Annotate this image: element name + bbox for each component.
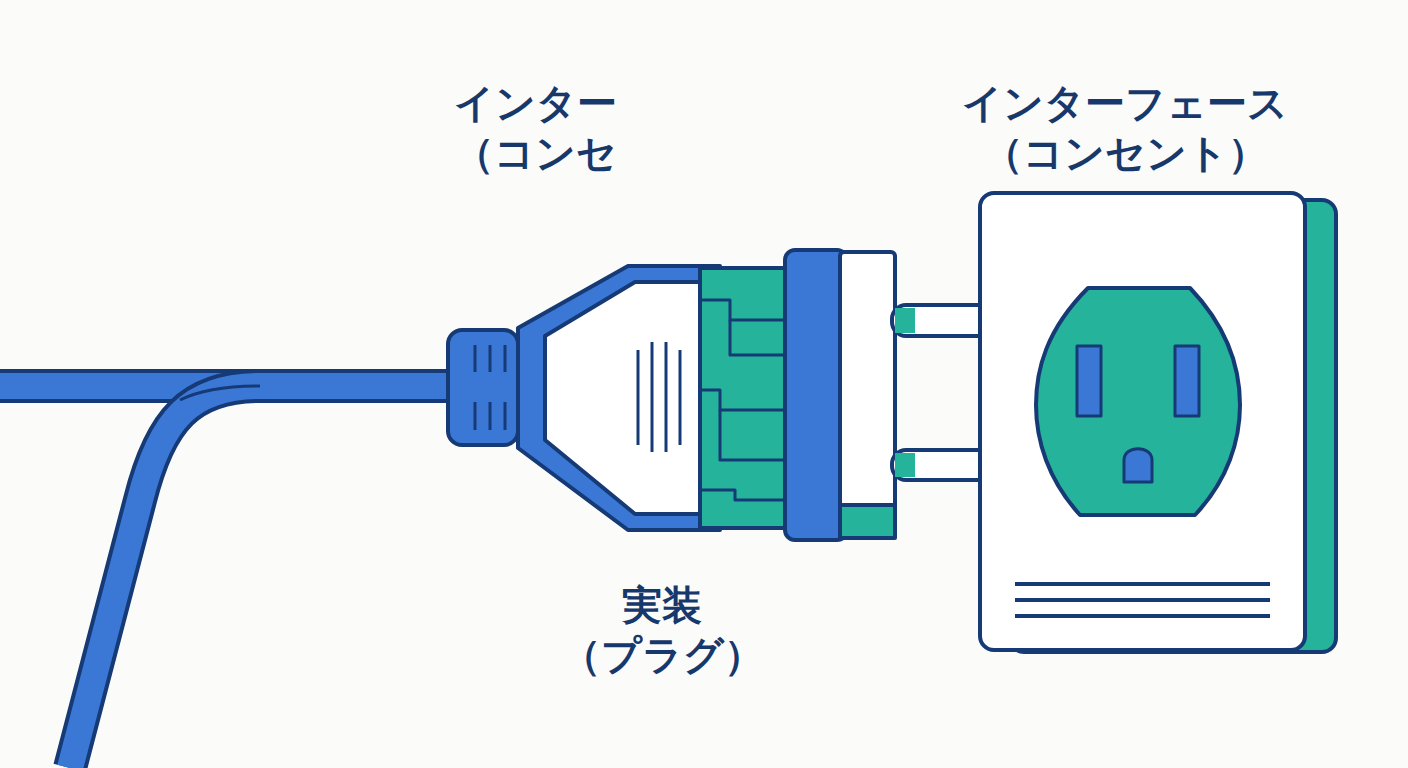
cord — [0, 386, 470, 768]
label-text: 実装（プラグ） — [561, 580, 764, 680]
outlet — [980, 193, 1336, 652]
label-text: インター （コンセ — [454, 78, 617, 178]
label-text: インターフェース （コンセント） — [962, 78, 1288, 178]
plug — [448, 250, 1004, 540]
